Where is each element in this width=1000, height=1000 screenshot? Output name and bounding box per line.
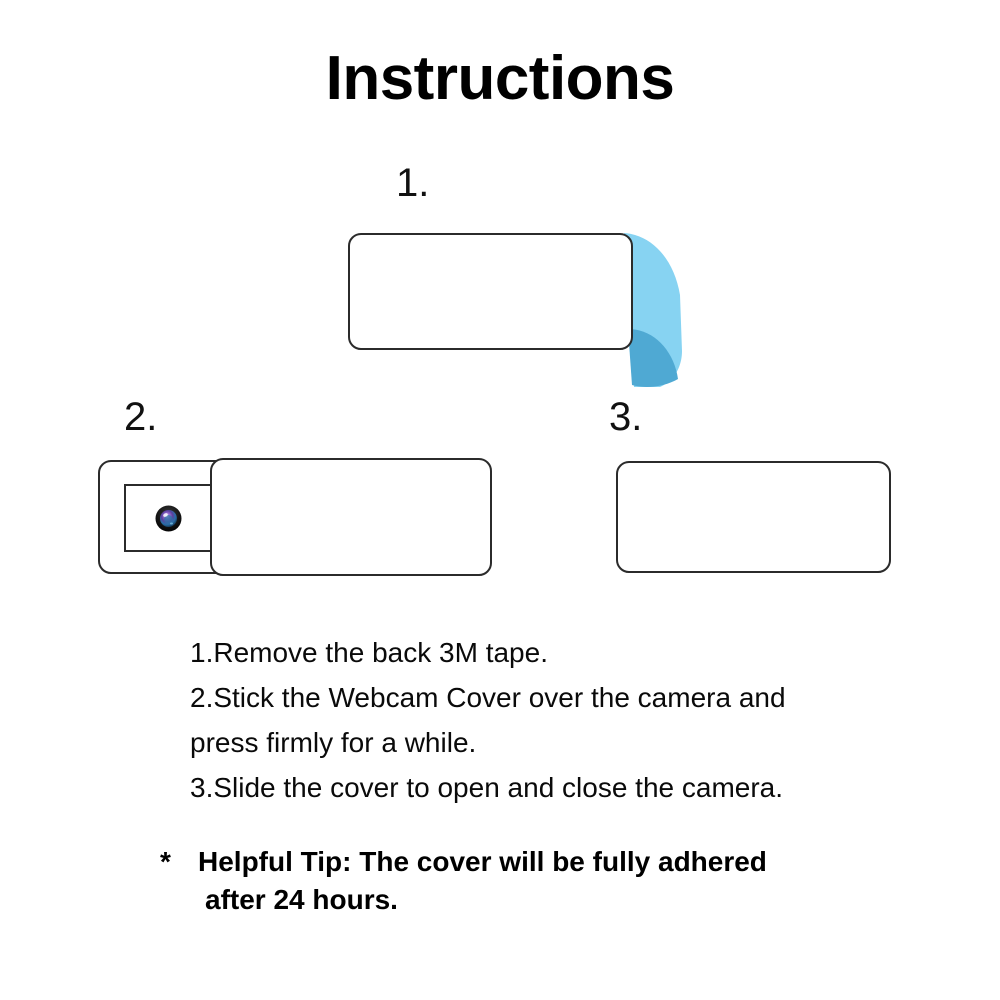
page-title: Instructions <box>325 44 675 113</box>
webcam-cover-body <box>348 233 633 350</box>
step-1-number: 1. <box>396 161 430 205</box>
step-2-number: 2. <box>124 395 158 439</box>
step-1-figure <box>340 225 685 387</box>
helpful-tip-line-1: Helpful Tip: The cover will be fully adh… <box>198 846 767 877</box>
peel-tab-icon <box>624 233 682 387</box>
instruction-line: 1.Remove the back 3M tape. <box>190 637 548 668</box>
helpful-tip: * Helpful Tip: The cover will be fully a… <box>160 843 920 919</box>
asterisk-marker: * <box>160 846 171 877</box>
step-2-figure <box>98 458 498 580</box>
helpful-tip-line-2: after 24 hours. <box>205 884 398 915</box>
camera-lens-icon <box>155 505 182 532</box>
instruction-list: 1.Remove the back 3M tape. 2.Stick the W… <box>190 630 890 810</box>
step-3-number: 3. <box>609 395 643 439</box>
instruction-line: press firmly for a while. <box>190 727 477 758</box>
step-3-figure-cover-closed <box>616 461 891 573</box>
instruction-line: 2.Stick the Webcam Cover over the camera… <box>190 682 786 713</box>
instruction-line: 3.Slide the cover to open and close the … <box>190 772 784 803</box>
sliding-cover-panel <box>210 458 492 576</box>
